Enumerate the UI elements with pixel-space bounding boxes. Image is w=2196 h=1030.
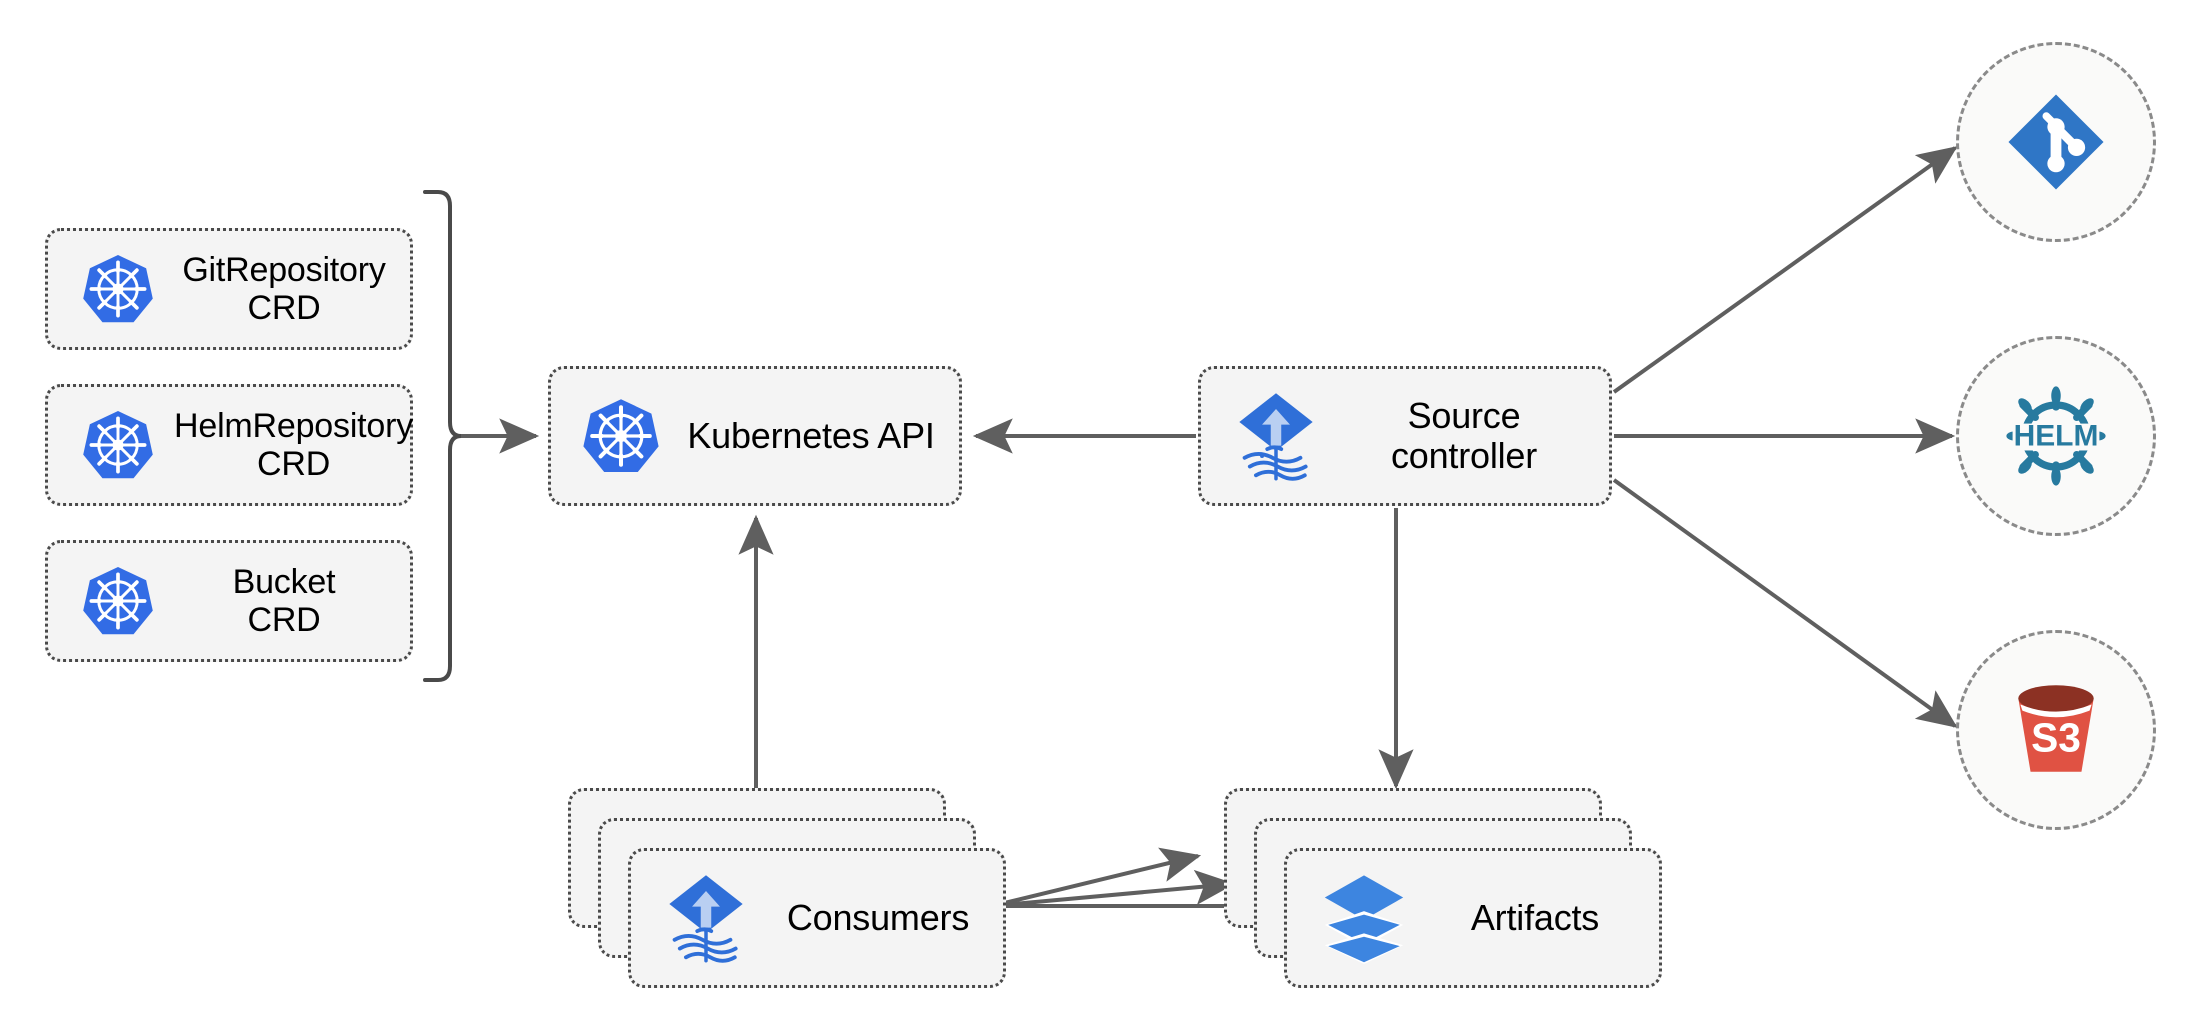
edge-source-controller-to-s3 (1612, 478, 1958, 728)
node-label: Source controller (1390, 394, 1538, 476)
crd-label: Bucket CRD (232, 562, 336, 639)
s3-bucket-icon: S3 (2000, 674, 2112, 786)
crd-card-helmrepository[interactable]: HelmRepository CRD (45, 384, 413, 506)
node-source-controller[interactable]: Source controller (1198, 366, 1612, 506)
crd-label: HelmRepository CRD (174, 406, 414, 483)
helm-icon: HELM (1994, 374, 2118, 498)
node-label: Kubernetes API (687, 414, 935, 456)
node-consumers[interactable]: Consumers (628, 848, 1006, 988)
edge-consumers-to-artifacts-2 (991, 869, 1236, 908)
external-source-git[interactable] (1956, 42, 2156, 242)
node-kubernetes-api[interactable]: Kubernetes API (548, 366, 962, 506)
layers-icon (1305, 872, 1423, 964)
helm-wordmark: HELM (2014, 419, 2099, 452)
node-artifacts[interactable]: Artifacts (1284, 848, 1662, 988)
s3-wordmark: S3 (2031, 714, 2081, 760)
edge-source-controller-to-git (1612, 146, 1958, 394)
kubernetes-icon (62, 564, 174, 638)
git-icon (2002, 88, 2110, 196)
flux-icon (1217, 388, 1335, 484)
kubernetes-icon (62, 252, 174, 326)
crd-label: GitRepository CRD (182, 250, 386, 327)
kubernetes-icon (62, 408, 174, 482)
flux-icon (647, 870, 765, 966)
crd-card-bucket[interactable]: Bucket CRD (45, 540, 413, 662)
external-source-s3[interactable]: S3 (1956, 630, 2156, 830)
edge-consumers-to-artifacts-1 (991, 847, 1202, 908)
crd-card-gitrepository[interactable]: GitRepository CRD (45, 228, 413, 350)
external-source-helm[interactable]: HELM (1956, 336, 2156, 536)
kubernetes-icon (565, 396, 677, 476)
crd-group-brace (423, 190, 463, 682)
node-label: Artifacts (1470, 896, 1600, 938)
node-label: Consumers (786, 896, 970, 938)
